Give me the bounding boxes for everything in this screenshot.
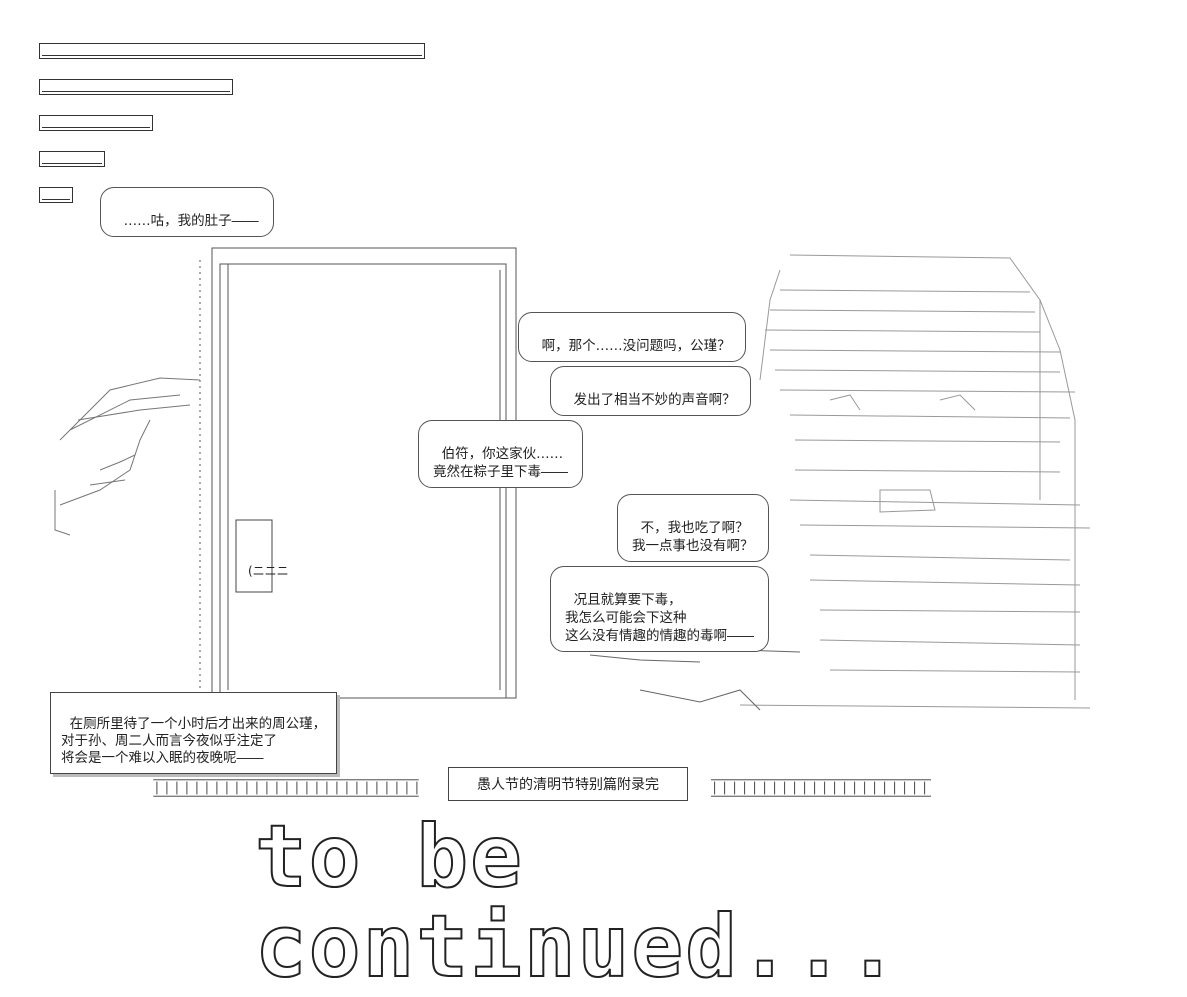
title-bar-4: [39, 151, 105, 167]
to-be-continued: to be continued...: [254, 807, 901, 997]
hand-drawing: [54, 377, 201, 536]
door-handle-plate: [235, 519, 273, 593]
bubble-ah-that-text: 啊，那个……没问题吗，公瑾？: [541, 338, 731, 354]
door-sign: (ニニニ: [248, 563, 289, 578]
bubble-sound-text: 发出了相当不妙的声音啊？: [573, 392, 736, 408]
narration-box: 在厕所里待了一个小时后才出来的周公瑾， 对于孙、周二人而言今夜似乎注定了 将会是…: [50, 692, 338, 774]
end-caption: 愚人节的清明节特别篇附录完: [448, 767, 688, 801]
left-rail: [153, 779, 419, 797]
bubble-even-if-text: 况且就算要下毒， 我怎么可能会下这种 这么没有情趣的情趣的毒啊――: [565, 592, 754, 644]
bubble-stomach: ……咕，我的肚子――: [100, 187, 274, 237]
bubble-even-if: 况且就算要下毒， 我怎么可能会下这种 这么没有情趣的情趣的毒啊――: [550, 566, 769, 652]
character-drawing: [739, 254, 1091, 709]
title-bar-2: [39, 79, 233, 95]
ascii-art-illustration: [54, 247, 1091, 711]
bubble-stomach-text: ……咕，我的肚子――: [123, 213, 259, 229]
bubble-bofu: 伯符，你这家伙…… 竟然在粽子里下毒――: [418, 420, 583, 488]
title-bar-1: [39, 43, 425, 59]
title-bar-5: [39, 187, 73, 203]
bubble-no-me-too-text: 不，我也吃了啊？ 我一点事也没有啊？: [632, 520, 754, 554]
bubble-ah-that: 啊，那个……没问题吗，公瑾？: [518, 312, 746, 362]
door-frame: [199, 247, 517, 699]
bubble-no-me-too: 不，我也吃了啊？ 我一点事也没有啊？: [617, 494, 769, 562]
narration-text: 在厕所里待了一个小时后才出来的周公瑾， 对于孙、周二人而言今夜似乎注定了 将会是…: [61, 716, 327, 766]
right-rail: [711, 779, 931, 797]
title-bar-3: [39, 115, 153, 131]
bubble-bofu-text: 伯符，你这家伙…… 竟然在粽子里下毒――: [433, 446, 568, 480]
bubble-sound: 发出了相当不妙的声音啊？: [550, 366, 751, 416]
